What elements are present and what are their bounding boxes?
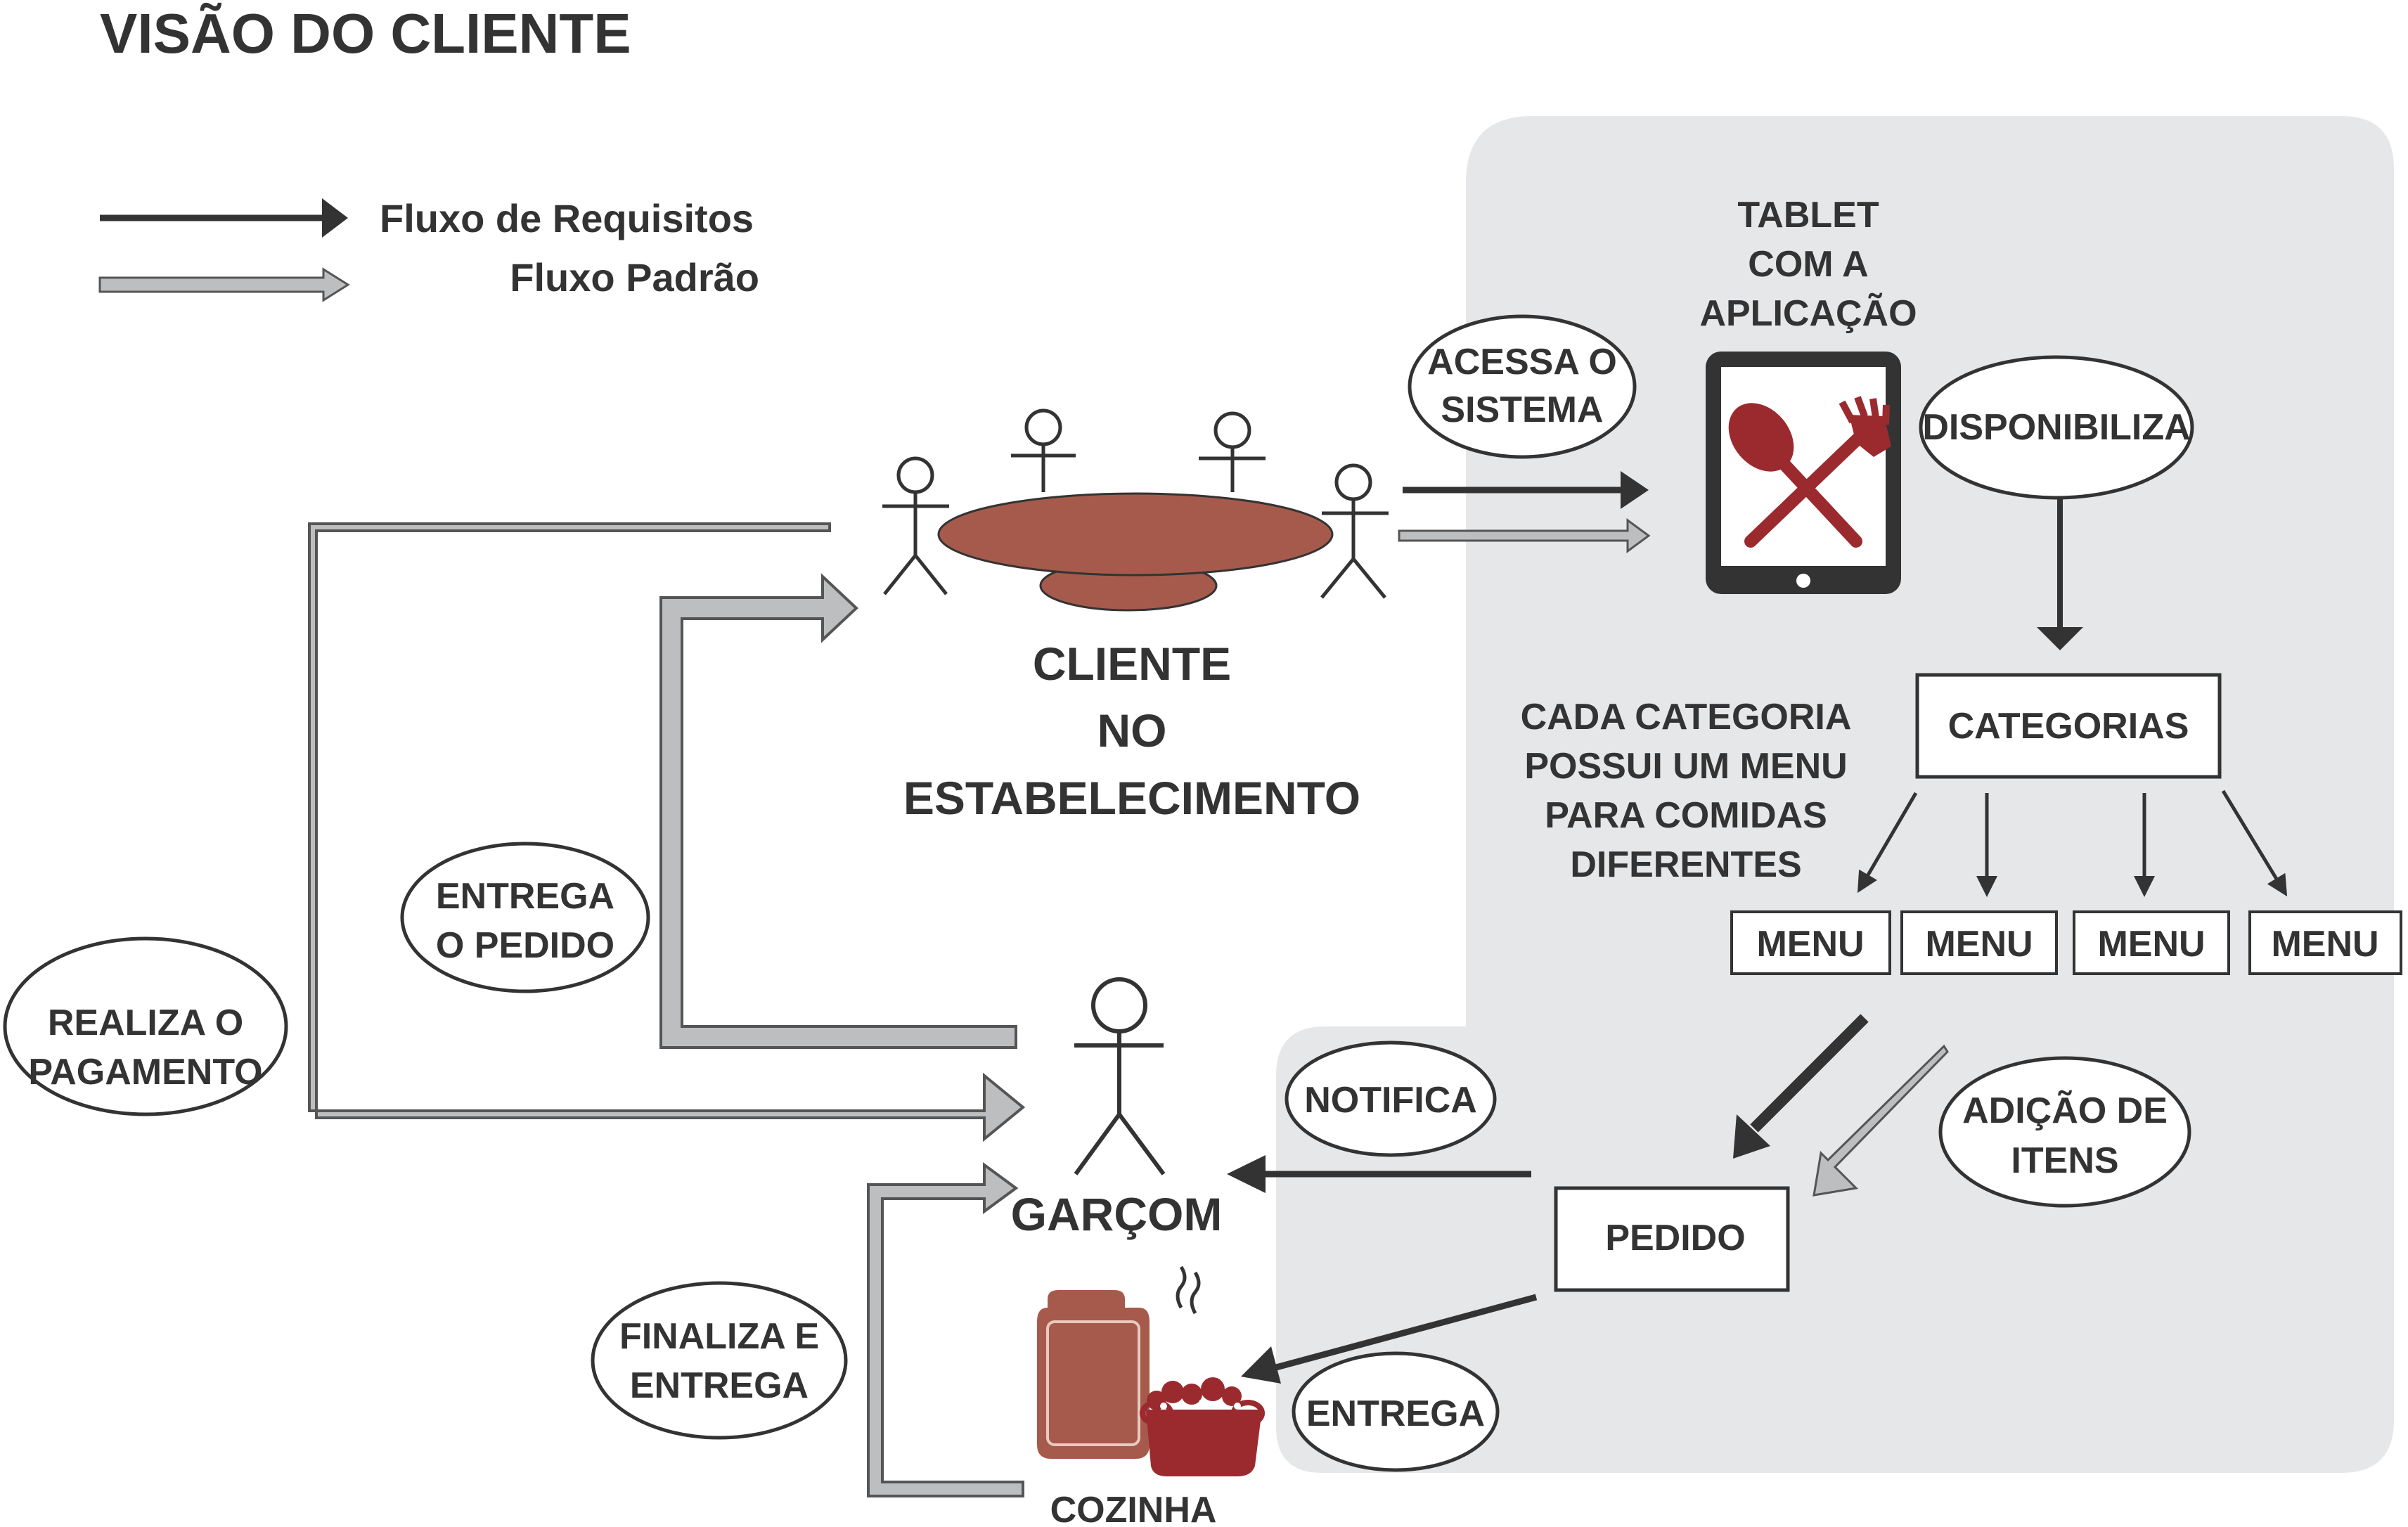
category-note-line-1: CADA CATEGORIA bbox=[1521, 697, 1852, 737]
svg-text:DISPONIBILIZA: DISPONIBILIZA bbox=[1922, 407, 2190, 448]
cutlery-icon bbox=[1728, 396, 1891, 548]
provides-categories-arrowhead bbox=[2037, 627, 2083, 650]
svg-text:REALIZA O: REALIZA O bbox=[48, 1003, 243, 1043]
svg-text:NOTIFICA: NOTIFICA bbox=[1304, 1080, 1477, 1121]
person-icon-3 bbox=[1199, 411, 1266, 492]
kitchen-label: COZINHA bbox=[1050, 1490, 1217, 1527]
svg-text:FINALIZA E: FINALIZA E bbox=[619, 1316, 819, 1357]
menu-box-3 bbox=[2073, 910, 2230, 975]
access-system-arrowhead bbox=[1621, 471, 1649, 509]
svg-text:O PEDIDO: O PEDIDO bbox=[436, 925, 614, 966]
order-label: PEDIDO bbox=[1605, 1218, 1745, 1258]
menu-label-2: MENU bbox=[1925, 924, 2033, 965]
svg-text:ENTREGA: ENTREGA bbox=[630, 1365, 809, 1406]
menu-box-2 bbox=[1900, 910, 2058, 975]
legend-standard-arrow bbox=[98, 267, 350, 302]
client-label-line-2: NO bbox=[1097, 704, 1167, 756]
client-label-line-1: CLIENTE bbox=[1033, 638, 1231, 690]
waiter-icon bbox=[1074, 977, 1166, 1175]
order-box bbox=[1554, 1186, 1790, 1292]
payment-flow-arrow bbox=[308, 522, 1026, 1142]
category-menu-arrow-1 bbox=[1857, 792, 1918, 894]
person-icon-4 bbox=[1320, 463, 1389, 599]
menu-label-3: MENU bbox=[2097, 924, 2205, 965]
waiter-label: GARÇOM bbox=[1011, 1188, 1223, 1240]
categories-label: CATEGORIAS bbox=[1948, 706, 2189, 747]
svg-text:ENTREGA: ENTREGA bbox=[436, 876, 614, 917]
kitchen-icon bbox=[1037, 1265, 1265, 1476]
categories-box bbox=[1915, 673, 2222, 779]
category-menu-arrow-4 bbox=[2221, 790, 2288, 897]
deliver-kitchen-arrow bbox=[1275, 1294, 1538, 1371]
menu-box-4 bbox=[2248, 910, 2402, 975]
svg-text:ENTREGA: ENTREGA bbox=[1306, 1393, 1485, 1434]
tablet-label-line-1: TABLET bbox=[1737, 195, 1879, 236]
legend-standard-label: Fluxo Padrão bbox=[510, 255, 759, 299]
provides-label: DISPONIBILIZA bbox=[1919, 355, 2194, 500]
person-icon-2 bbox=[1011, 408, 1076, 492]
notify-label: NOTIFICA bbox=[1285, 1040, 1497, 1157]
client-label-line-3: ESTABELECIMENTO bbox=[903, 772, 1360, 824]
svg-text:ITENS: ITENS bbox=[2011, 1140, 2118, 1181]
add-items-flow-arrow bbox=[1813, 1044, 1949, 1197]
page-title: VISÃO DO CLIENTE bbox=[100, 2, 631, 65]
tablet-label-line-3: APLICAÇÃO bbox=[1699, 292, 1917, 334]
deliver-label: ENTREGA bbox=[1292, 1351, 1500, 1472]
legend-requirements-label: Fluxo de Requisitos bbox=[380, 196, 754, 240]
kitchen-flow-arrow bbox=[867, 1162, 1024, 1497]
menu-to-order-arrowhead bbox=[1733, 1114, 1770, 1159]
tablet-device-icon bbox=[1706, 352, 1901, 594]
svg-text:ACESSA O: ACESSA O bbox=[1427, 342, 1617, 382]
notify-waiter-arrowhead bbox=[1227, 1155, 1266, 1193]
legend-requirements-arrowhead bbox=[322, 198, 348, 238]
person-icon-1 bbox=[882, 456, 949, 595]
menu-label-4: MENU bbox=[2271, 924, 2378, 965]
tablet-label-line-2: COM A bbox=[1748, 244, 1868, 285]
category-note-line-2: POSSUI UM MENU bbox=[1524, 746, 1847, 787]
menu-label-1: MENU bbox=[1756, 924, 1864, 965]
deliver-order-flow-arrow bbox=[659, 573, 1017, 1049]
system-standard-flow-arrow bbox=[1398, 518, 1651, 553]
svg-text:ADIÇÃO DE: ADIÇÃO DE bbox=[1962, 1090, 2168, 1131]
client-table-group bbox=[882, 408, 1389, 612]
deliver-order-label: ENTREGA O PEDIDO bbox=[400, 842, 650, 993]
svg-text:SISTEMA: SISTEMA bbox=[1441, 389, 1603, 430]
category-note-line-3: PARA COMIDAS bbox=[1545, 795, 1827, 836]
svg-text:PAGAMENTO: PAGAMENTO bbox=[28, 1052, 262, 1093]
access-system-label: ACESSA O SISTEMA bbox=[1408, 314, 1637, 459]
add-items-label: ADIÇÃO DE ITENS bbox=[1938, 1056, 2191, 1208]
legend: Fluxo de Requisitos Fluxo Padrão bbox=[98, 196, 759, 302]
deliver-kitchen-arrowhead bbox=[1241, 1346, 1281, 1384]
category-note-line-4: DIFERENTES bbox=[1570, 844, 1801, 885]
finish-deliver-label: FINALIZA E ENTREGA bbox=[591, 1281, 848, 1440]
menu-to-order-arrow bbox=[1750, 1014, 1869, 1133]
table-top bbox=[937, 492, 1334, 576]
menu-box-1 bbox=[1730, 910, 1891, 975]
payment-label: REALIZA O PAGAMENTO bbox=[3, 936, 288, 1116]
